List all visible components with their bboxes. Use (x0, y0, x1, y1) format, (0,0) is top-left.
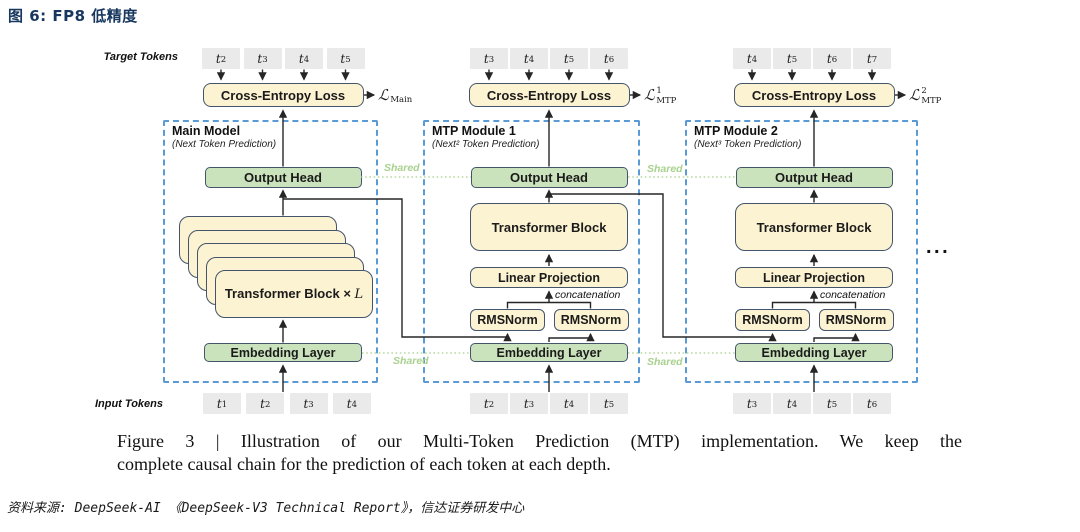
rmsnorm-box: RMSNorm (553, 309, 629, 331)
input-tokens-label: Input Tokens (94, 398, 163, 410)
caption-line-1: Figure 3 | Illustration of our Multi-Tok… (117, 431, 962, 451)
stack-label: Transformer Block × L (224, 286, 364, 302)
cross-entropy-loss-box: Cross-Entropy Loss (468, 83, 630, 107)
ellipsis: ... (926, 236, 951, 258)
embedding-layer-box: Embedding Layer (204, 343, 362, 362)
module-subtitle: (Next³ Token Prediction) (694, 139, 802, 150)
transformer-stack-box: Transformer Block × L (215, 270, 373, 318)
loss-symbol: ℒ (909, 86, 920, 104)
target-tokens-label: Target Tokens (103, 51, 178, 63)
module-subtitle: (Next² Token Prediction) (432, 139, 540, 150)
output-head-box: Output Head (735, 167, 893, 188)
shared-label: Shared (393, 355, 429, 367)
cross-entropy-loss-box: Cross-Entropy Loss (733, 83, 895, 107)
output-head-box: Output Head (470, 167, 628, 188)
linear-projection-box: Linear Projection (470, 267, 628, 288)
cross-entropy-loss-box: Cross-Entropy Loss (202, 83, 364, 107)
embedding-layer-box: Embedding Layer (735, 343, 893, 362)
transformer-block-box: Transformer Block (735, 203, 893, 251)
page-title: 图 6: FP8 低精度 (8, 7, 138, 25)
embedding-layer-box: Embedding Layer (470, 343, 628, 362)
module-subtitle: (Next Token Prediction) (172, 139, 277, 150)
rmsnorm-box: RMSNorm (470, 309, 545, 331)
source-note: 资料来源: DeepSeek-AI 《DeepSeek-V3 Technical… (7, 501, 525, 516)
rmsnorm-box: RMSNorm (735, 309, 810, 331)
linear-projection-box: Linear Projection (735, 267, 893, 288)
module-title: Main Model (172, 124, 241, 138)
concatenation-label: concatenation (820, 289, 886, 301)
loss-symbol: ℒ (378, 86, 389, 104)
concatenation-label: concatenation (555, 289, 621, 301)
transformer-block-box: Transformer Block (470, 203, 628, 251)
shared-label: Shared (647, 163, 683, 175)
shared-label: Shared (384, 162, 420, 174)
rmsnorm-box: RMSNorm (818, 309, 894, 331)
figure-caption: Figure 3 | Illustration of our Multi-Tok… (117, 430, 962, 476)
shared-label: Shared (647, 356, 683, 368)
module-title: MTP Module 2 (694, 124, 778, 138)
module-title: MTP Module 1 (432, 124, 516, 138)
loss-symbol: ℒ (644, 86, 655, 104)
output-head-box: Output Head (204, 167, 362, 188)
caption-line-2: complete causal chain for the prediction… (117, 454, 611, 474)
